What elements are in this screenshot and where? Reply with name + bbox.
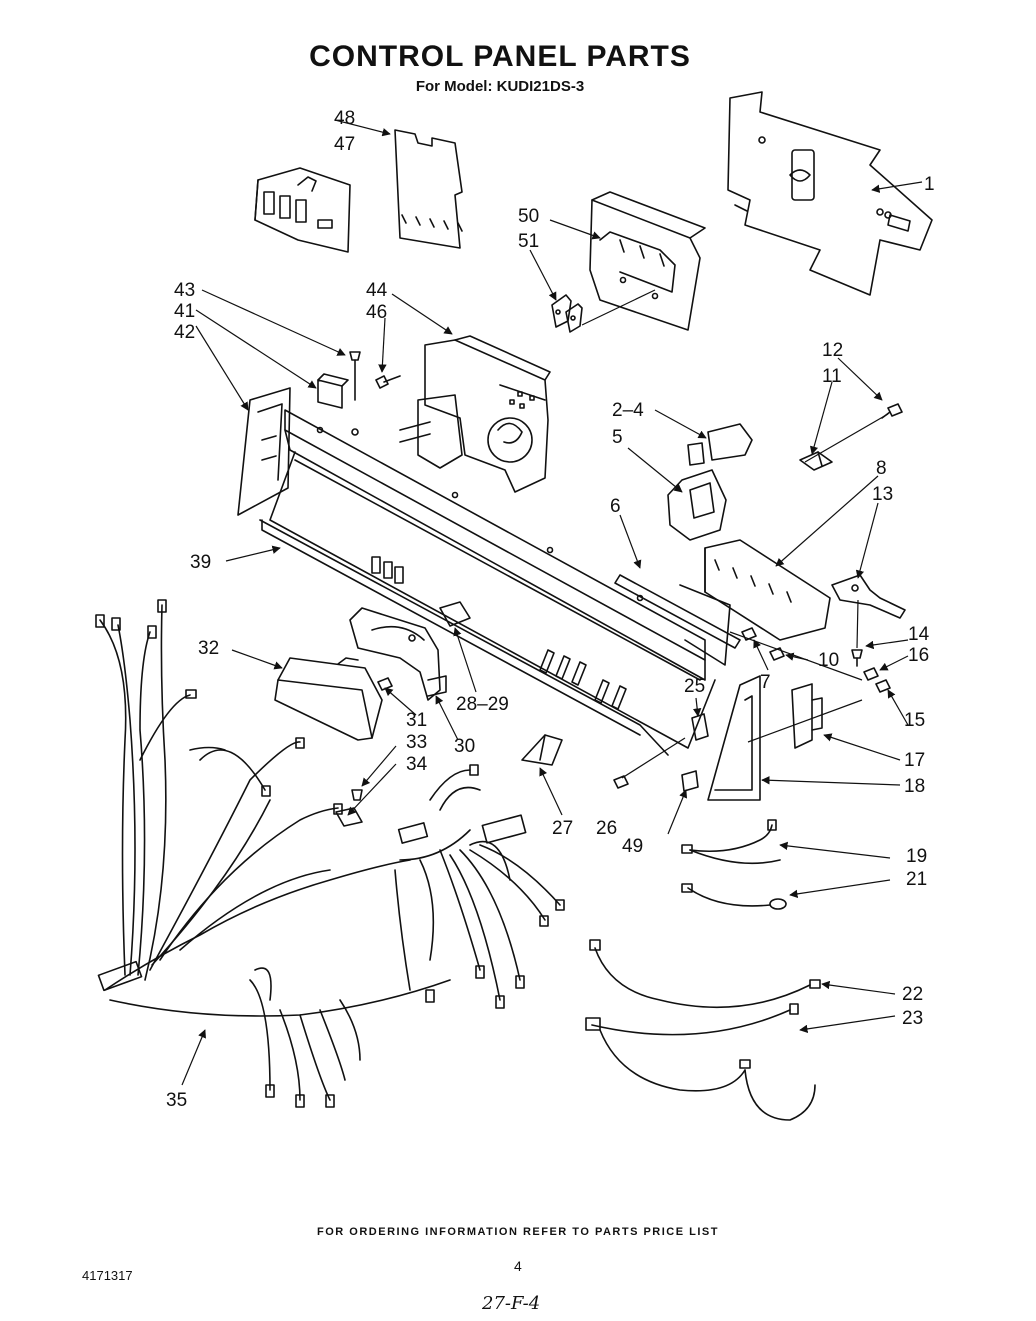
part-46-screw <box>375 375 401 389</box>
callout-labels: 1 48 47 50 51 43 41 42 44 46 12 11 2–4 5… <box>166 108 935 1111</box>
callout-2-4: 2–4 <box>612 400 644 421</box>
callout-23: 23 <box>902 1008 923 1029</box>
callout-50: 50 <box>518 206 539 227</box>
model-subtitle: For Model: KUDI21DS-3 <box>415 78 585 95</box>
callout-10: 10 <box>818 650 839 671</box>
callout-31: 31 <box>406 710 427 731</box>
part-28-29-clip <box>439 601 471 627</box>
part-32-cover <box>274 657 383 741</box>
part-51-connector <box>551 294 583 333</box>
callout-13: 13 <box>872 484 893 505</box>
callout-41: 41 <box>174 301 195 322</box>
part-22-wire <box>589 939 821 1009</box>
callout-48: 48 <box>334 108 355 129</box>
part-31-screw <box>377 677 393 691</box>
callout-39: 39 <box>190 552 211 573</box>
part-48-circuit-board <box>394 129 463 249</box>
callout-17: 17 <box>904 750 925 771</box>
callout-47: 47 <box>334 134 355 155</box>
part-44-housing <box>399 335 551 493</box>
part-13-lever <box>831 574 906 619</box>
callout-25: 25 <box>684 676 705 697</box>
part-10-screw <box>769 647 785 661</box>
callout-1: 1 <box>924 174 935 195</box>
part-26-screw <box>613 775 629 789</box>
part-50-bracket <box>589 191 706 331</box>
callout-7: 7 <box>760 672 771 693</box>
part-49-clip <box>681 770 699 792</box>
callout-15: 15 <box>904 710 925 731</box>
callout-14: 14 <box>908 624 930 645</box>
callout-46: 46 <box>366 302 387 323</box>
callout-26: 26 <box>596 818 617 839</box>
callout-43: 43 <box>174 280 195 301</box>
callout-11: 11 <box>822 366 842 387</box>
page-title: CONTROL PANEL PARTS <box>309 40 691 73</box>
callout-21: 21 <box>906 869 927 890</box>
callout-19: 19 <box>906 846 927 867</box>
part-33-screw <box>351 789 363 801</box>
part-11-clip <box>799 451 833 471</box>
part-1-back-plate <box>727 91 933 296</box>
part-39-control-panel <box>259 409 716 756</box>
part-42-end-cap <box>237 387 291 516</box>
part-23-wire <box>585 1003 816 1121</box>
callout-27: 27 <box>552 818 573 839</box>
callout-34: 34 <box>406 754 428 775</box>
part-47-control-module <box>254 167 351 253</box>
callout-18: 18 <box>904 776 925 797</box>
part-41-bracket <box>317 373 349 409</box>
part-17-switch <box>791 683 823 749</box>
callout-16: 16 <box>908 645 929 666</box>
callout-33: 33 <box>406 732 427 753</box>
part-27-button <box>521 734 563 766</box>
callout-28-29: 28–29 <box>456 694 509 715</box>
ordering-note: FOR ORDERING INFORMATION REFER TO PARTS … <box>317 1226 719 1238</box>
leader-lines <box>181 119 923 1086</box>
handwritten-note: 27-F-4 <box>482 1293 541 1314</box>
callout-32: 32 <box>198 638 219 659</box>
callout-5: 5 <box>612 427 623 448</box>
page-number: 4 <box>514 1258 522 1274</box>
part-16-screw <box>863 667 879 681</box>
part-5-knob <box>667 469 727 541</box>
part-7-screw <box>741 627 757 641</box>
part-43-screw <box>349 351 361 436</box>
callout-22: 22 <box>902 984 923 1005</box>
callout-30: 30 <box>454 736 475 757</box>
document-number: 4171317 <box>82 1268 133 1283</box>
part-14-screw <box>851 649 863 667</box>
part-30-bracket <box>349 607 447 701</box>
part-21-wire <box>681 883 787 910</box>
part-18-end-cap <box>707 675 761 801</box>
part-8-block <box>704 539 831 641</box>
part-15-screw <box>875 679 891 693</box>
callout-44: 44 <box>366 280 388 301</box>
part-19-wire <box>681 819 781 865</box>
callout-49: 49 <box>622 836 643 857</box>
part-2-4-actuator <box>687 423 753 466</box>
part-6-bracket <box>614 574 741 666</box>
callout-51: 51 <box>518 231 539 252</box>
callout-6: 6 <box>610 496 621 517</box>
part-35-wire-harness <box>95 599 565 1108</box>
callout-42: 42 <box>174 322 195 343</box>
callout-8: 8 <box>876 458 887 479</box>
callout-35: 35 <box>166 1090 187 1111</box>
callout-12: 12 <box>822 340 843 361</box>
part-34-clip <box>335 807 363 827</box>
